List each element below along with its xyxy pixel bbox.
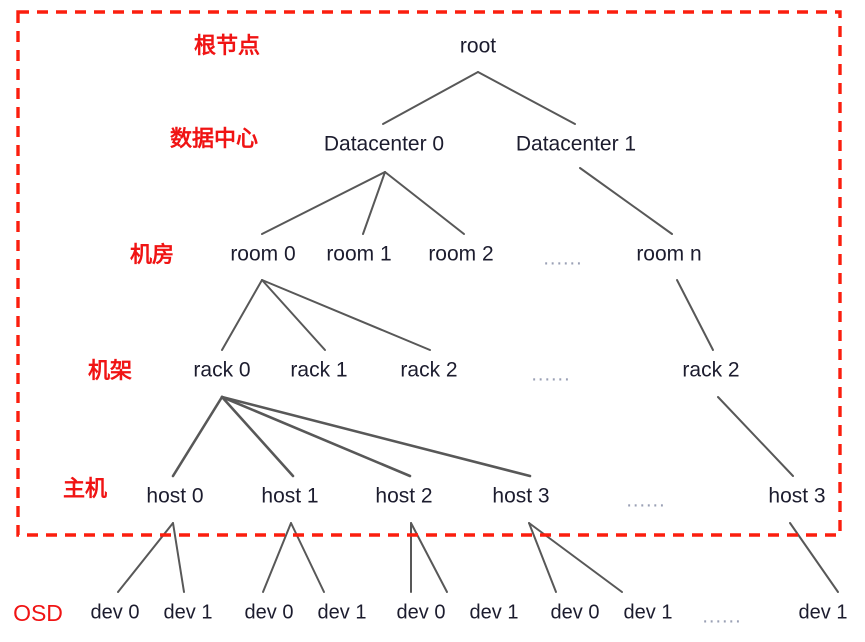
osd-ellipsis: ...... [702,605,741,627]
edge-rack0-host1 [220,395,295,478]
node-room1[interactable]: room 1 [326,243,391,266]
node-room0[interactable]: room 0 [230,243,295,266]
edge-rack0-host0 [171,395,224,478]
node-host2[interactable]: host 2 [375,485,432,508]
edge-rack0-host2 [220,395,412,478]
node-dc0[interactable]: Datacenter 0 [324,133,444,156]
crush-map-boundary [16,10,842,537]
edge-room0-rack1 [261,279,326,351]
room-ellipsis: ...... [543,247,582,269]
tier-label-rack-tier: 机架 [88,358,132,384]
node-hostR3[interactable]: host 3 [768,485,825,508]
edge-dc0-room2 [384,171,465,235]
edge-room0-rack0 [221,279,263,351]
edge-rack0-host3 [220,395,532,478]
tier-label-datacenter-tier: 数据中心 [170,126,258,152]
node-dev0d[interactable]: dev 0 [551,601,600,623]
edge-host3-dev0d [528,522,557,593]
node-rack0[interactable]: rack 0 [193,359,250,382]
node-host1[interactable]: host 1 [261,485,318,508]
node-dev1c[interactable]: dev 1 [470,601,519,623]
host-ellipsis: ...... [626,489,665,511]
tier-label-room-tier: 机房 [130,242,174,268]
node-rackR2[interactable]: rack 2 [682,359,739,382]
edge-roomn-rackR2 [676,279,714,351]
edge-dc0-room0 [261,171,386,235]
node-dev1b[interactable]: dev 1 [318,601,367,623]
edge-root-dc1 [477,71,576,125]
edge-layer [117,71,839,593]
ellipsis-layer: ........................ [531,247,741,627]
tier-label-root-tier: 根节点 [194,33,260,59]
edge-host1-dev0b [262,522,292,593]
node-rack1[interactable]: rack 1 [290,359,347,382]
rack-ellipsis: ...... [531,363,570,385]
tier-label-osd-tier: OSD [13,600,63,626]
node-dev1e[interactable]: dev 1 [799,601,848,623]
node-room2[interactable]: room 2 [428,243,493,266]
node-roomn[interactable]: room n [636,243,701,266]
node-dev1a[interactable]: dev 1 [164,601,213,623]
node-root[interactable]: root [460,35,496,58]
node-rack2[interactable]: rack 2 [400,359,457,382]
edge-host0-dev1a [172,522,185,593]
node-dev1d[interactable]: dev 1 [624,601,673,623]
node-dc1[interactable]: Datacenter 1 [516,133,636,156]
node-dev0c[interactable]: dev 0 [397,601,446,623]
node-dev0a[interactable]: dev 0 [91,601,140,623]
edge-root-dc0 [382,71,479,125]
tier-label-host-tier: 主机 [63,477,107,502]
edge-room0-rack2 [261,279,431,351]
edge-dc0-room1 [362,171,386,235]
edge-dc1-roomn [579,167,673,235]
node-host3[interactable]: host 3 [492,485,549,508]
node-host0[interactable]: host 0 [146,485,203,508]
node-dev0b[interactable]: dev 0 [245,601,294,623]
edge-rackR2-hostR3 [717,396,794,477]
